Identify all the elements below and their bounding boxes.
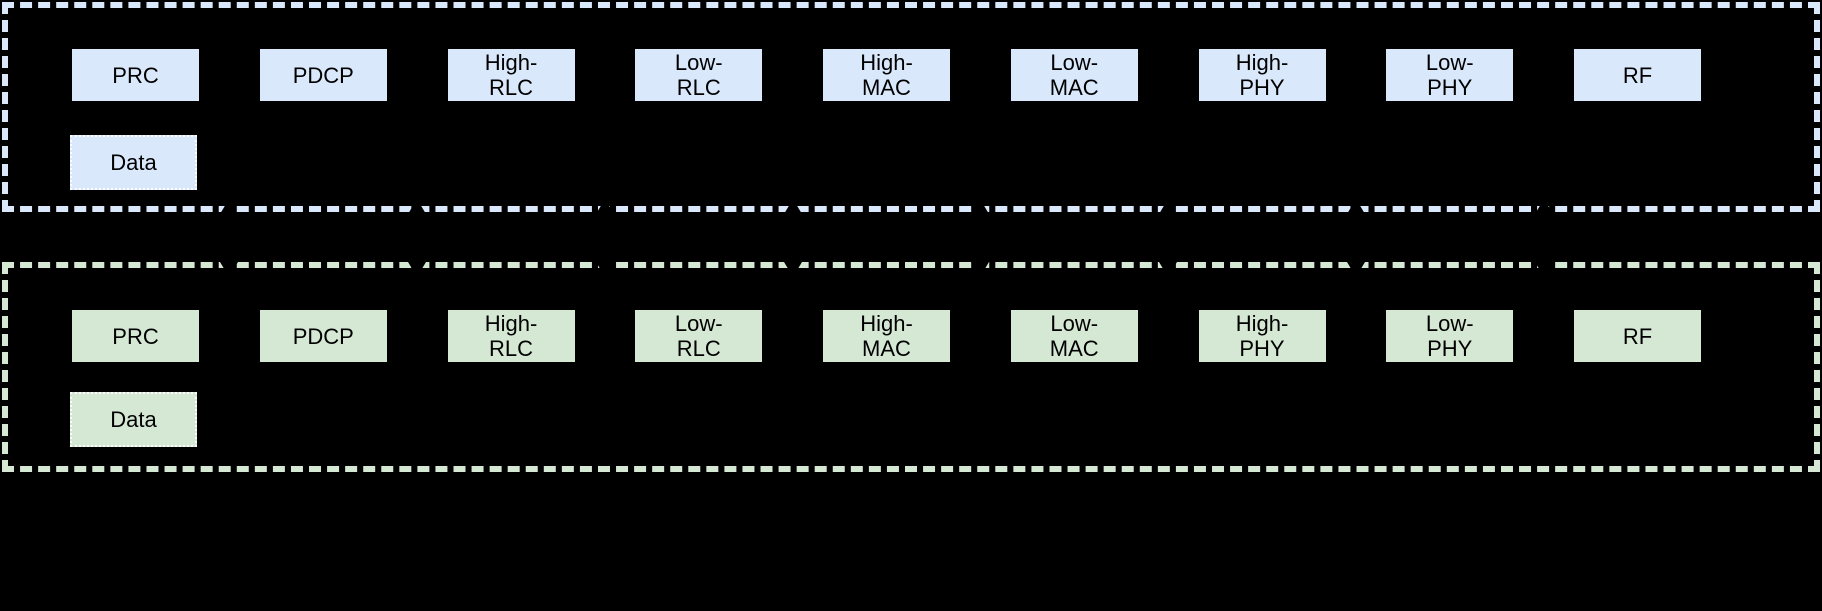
upper-layer-box-high-rlc: High- RLC	[447, 49, 575, 101]
arrow-shaft	[1354, 214, 1358, 262]
upper-layer-box-low-mac: Low- MAC	[1010, 49, 1138, 101]
arrow-up-icon	[596, 199, 614, 214]
lower-layer-box-prc: PRC	[72, 310, 199, 362]
arrow-down-icon	[784, 262, 802, 277]
split-connector-arrow	[596, 199, 614, 277]
arrow-up-icon	[784, 199, 802, 214]
arrow-shaft	[415, 214, 419, 262]
arrow-up-icon	[220, 199, 238, 214]
upper-layer-box-high-phy: High- PHY	[1198, 49, 1326, 101]
arrow-shaft	[1166, 214, 1170, 262]
lower-layer-box-high-mac: High- MAC	[823, 310, 950, 362]
arrow-up-icon	[1159, 199, 1177, 214]
lower-layer-box-low-phy: Low- PHY	[1386, 310, 1514, 362]
upper-data-box: Data	[70, 135, 197, 190]
upper-layer-box-high-mac: High- MAC	[823, 49, 950, 101]
arrow-up-icon	[1535, 199, 1553, 214]
arrow-down-icon	[971, 262, 989, 277]
upper-dashed-container	[2, 2, 1820, 212]
arrow-down-icon	[1347, 262, 1365, 277]
upper-layer-box-low-phy: Low- PHY	[1386, 49, 1514, 101]
arrow-shaft	[603, 214, 607, 262]
arrow-up-icon	[408, 199, 426, 214]
arrow-down-icon	[408, 262, 426, 277]
arrow-shaft	[978, 214, 982, 262]
lower-layer-box-low-rlc: Low- RLC	[635, 310, 763, 362]
split-connector-arrow	[1347, 199, 1365, 277]
arrow-down-icon	[1535, 262, 1553, 277]
lower-layer-box-pdcp: PDCP	[259, 310, 387, 362]
arrow-down-icon	[1159, 262, 1177, 277]
split-connector-arrow	[1159, 199, 1177, 277]
lower-layer-box-high-phy: High- PHY	[1198, 310, 1326, 362]
lower-layer-row: PRC PDCP High- RLC Low- RLC High- MAC Lo…	[72, 310, 1701, 362]
upper-layer-box-low-rlc: Low- RLC	[635, 49, 763, 101]
split-connector-arrow	[971, 199, 989, 277]
lower-layer-box-rf: RF	[1574, 310, 1701, 362]
upper-layer-box-prc: PRC	[72, 49, 199, 101]
arrow-up-icon	[971, 199, 989, 214]
lower-dashed-container	[2, 262, 1820, 472]
split-connector-arrow	[408, 199, 426, 277]
arrow-down-icon	[596, 262, 614, 277]
upper-layer-box-pdcp: PDCP	[259, 49, 387, 101]
upper-layer-box-rf: RF	[1574, 49, 1701, 101]
split-connector-arrow	[1535, 199, 1553, 277]
arrow-shaft	[227, 214, 231, 262]
lower-data-box: Data	[70, 392, 197, 447]
split-connector-arrow	[784, 199, 802, 277]
split-connector-arrow	[220, 199, 238, 277]
arrow-down-icon	[220, 262, 238, 277]
lower-layer-box-low-mac: Low- MAC	[1010, 310, 1138, 362]
lower-layer-box-high-rlc: High- RLC	[447, 310, 575, 362]
upper-layer-row: PRC PDCP High- RLC Low- RLC High- MAC Lo…	[72, 49, 1701, 101]
arrow-shaft	[1542, 214, 1546, 262]
arrow-shaft	[791, 214, 795, 262]
arrow-up-icon	[1347, 199, 1365, 214]
